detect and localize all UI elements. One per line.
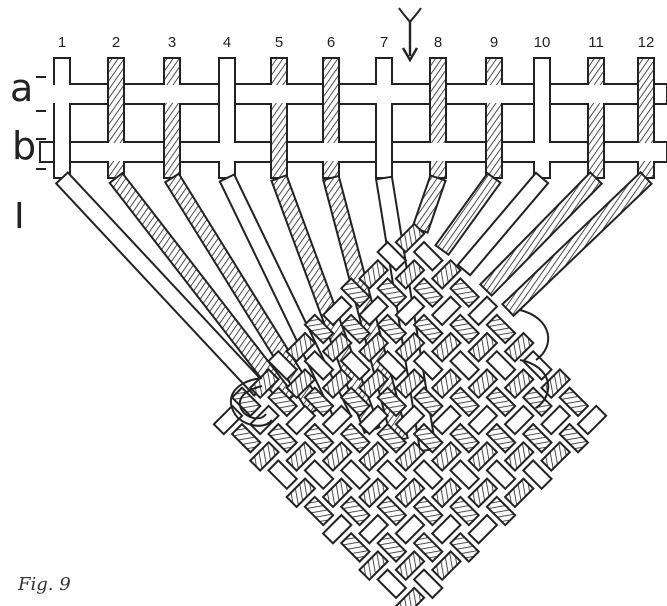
diagonal-strand-8 (412, 175, 445, 232)
row-label-b-tick (36, 138, 46, 140)
strand-number-3: 3 (168, 34, 176, 51)
cord-b-over-8 (429, 143, 447, 161)
cord-b-over-4 (218, 143, 236, 161)
cord-a-over-9 (485, 85, 503, 103)
strand-number-2: 2 (112, 34, 120, 51)
vertical-strand-1 (54, 58, 70, 178)
cord-b-over-10 (533, 143, 551, 161)
strand-number-4: 4 (223, 34, 231, 51)
row-label-b: b (12, 124, 36, 168)
vertical-strand-5 (271, 58, 287, 178)
strand-number-6: 6 (327, 34, 335, 51)
cord-b-over-6 (322, 143, 340, 161)
vertical-strand-3 (164, 58, 180, 178)
row-label-b-tick-2 (36, 168, 46, 170)
cord-b-over-2 (107, 143, 125, 161)
cord-a-over-11 (587, 85, 605, 103)
figure-caption: Fig. 9 (18, 574, 71, 595)
strand-number-1: 1 (58, 34, 66, 51)
stage-label: I (14, 196, 25, 237)
row-label-a-tick-2 (36, 110, 46, 112)
strand-number-11: 11 (588, 34, 604, 51)
strand-number-8: 8 (434, 34, 442, 51)
strand-number-12: 12 (638, 34, 655, 51)
vertical-strand-7 (376, 58, 392, 178)
strand-number-7: 7 (380, 34, 388, 51)
vertical-strand-9 (486, 58, 502, 178)
cord-a-over-1 (53, 85, 71, 103)
strand-number-5: 5 (275, 34, 283, 51)
cord-a (62, 84, 667, 104)
downward-arrow-icon (399, 8, 421, 60)
cord-b (40, 142, 667, 162)
strand-number-10: 10 (534, 34, 551, 51)
cord-a-over-7 (375, 85, 393, 103)
vertical-strand-11 (588, 58, 604, 178)
row-label-a-tick (36, 76, 46, 78)
cord-a-over-5 (270, 85, 288, 103)
strand-number-9: 9 (490, 34, 498, 51)
row-label-a: a (10, 66, 33, 110)
cord-a-over-3 (163, 85, 181, 103)
cord-b-over-12 (637, 143, 655, 161)
